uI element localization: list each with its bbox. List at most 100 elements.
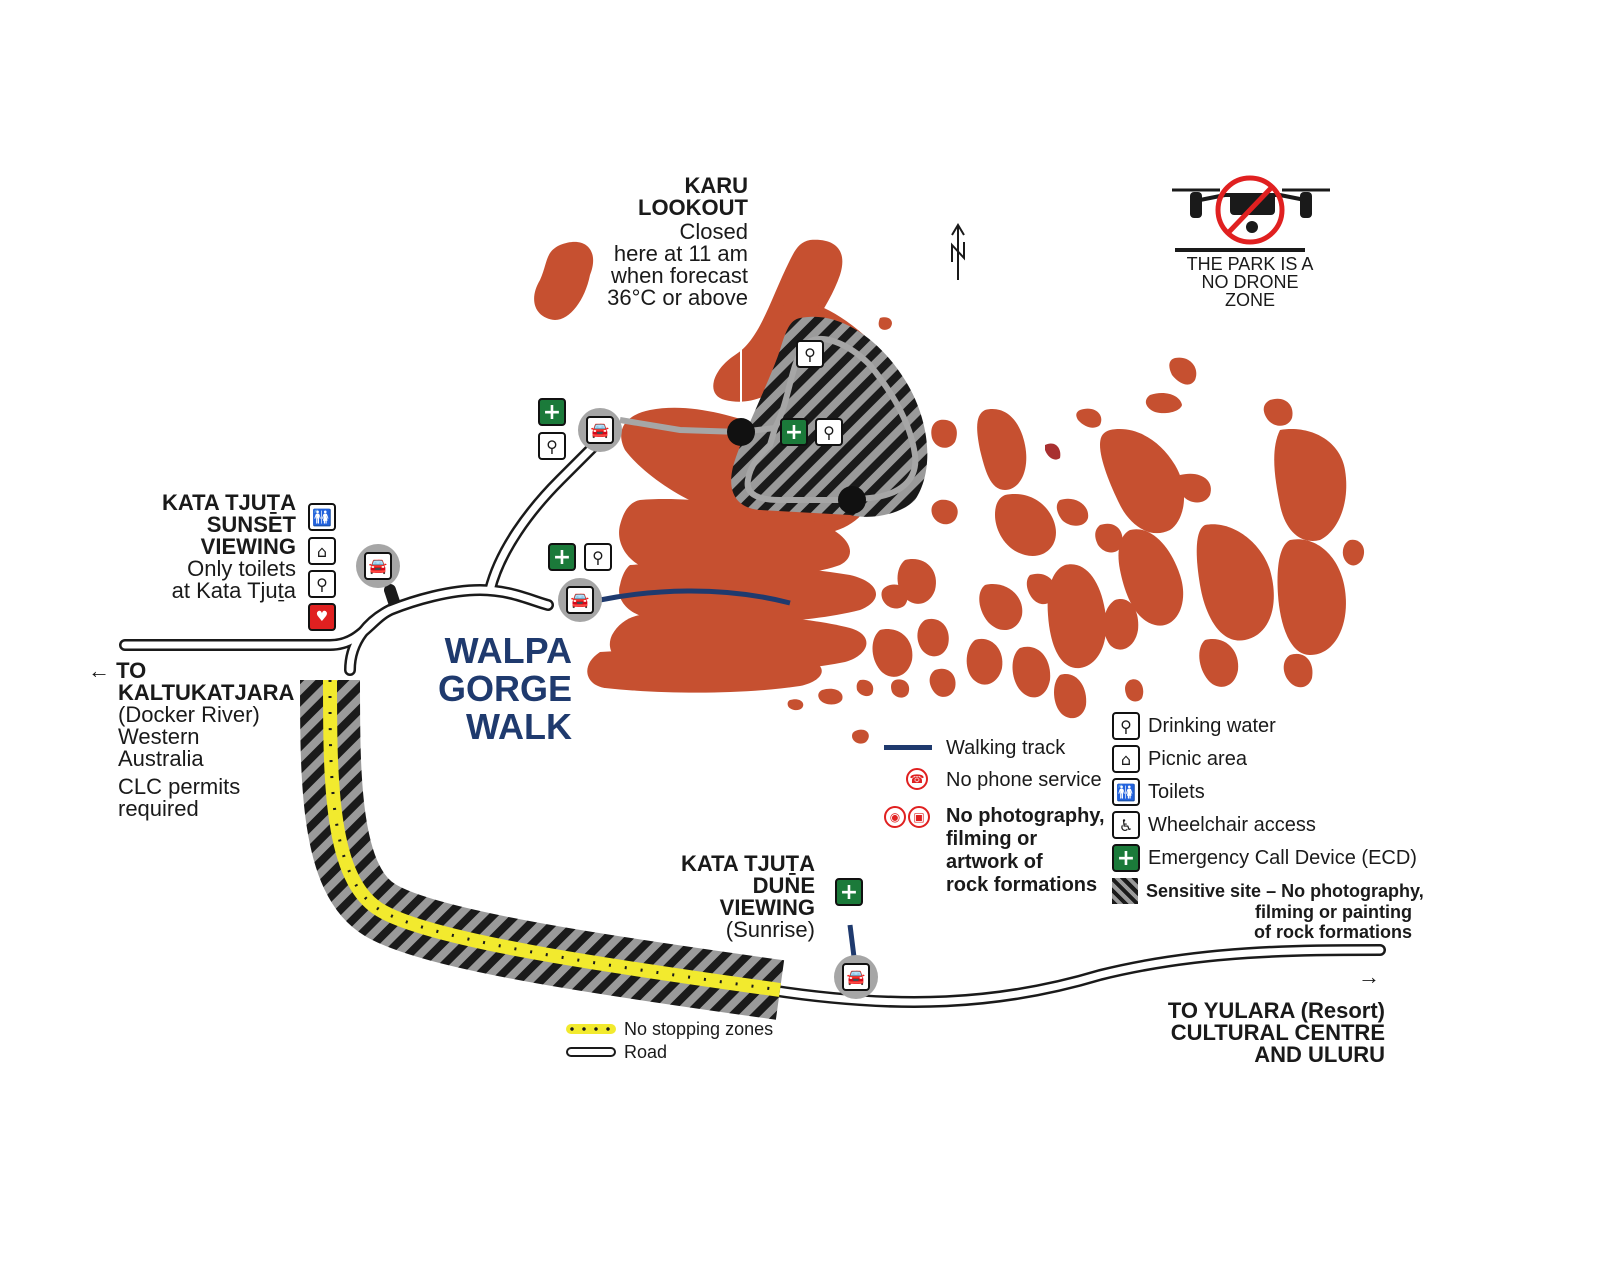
- rock-formation: [966, 638, 1003, 685]
- car-park-walpa[interactable]: 🚘: [558, 578, 602, 622]
- track-point: [838, 486, 866, 514]
- rock-formation: [1277, 539, 1346, 655]
- rock-formation: [818, 688, 843, 705]
- map-path: [951, 242, 965, 262]
- rock-formation: [534, 241, 594, 320]
- ecd-icon: +: [835, 878, 863, 906]
- drone-line-1: THE PARK IS A: [1186, 254, 1314, 274]
- drinking-water-icon: ⚲: [796, 340, 824, 368]
- sunset-note-1: Only toilets: [187, 556, 296, 581]
- car-icon: 🚘: [842, 963, 870, 991]
- rock-formation: [852, 729, 869, 744]
- walpa-line-2: GORGE: [437, 667, 572, 709]
- no-filming-icon: ▣: [908, 806, 930, 828]
- no-drone-icon: [1172, 175, 1330, 252]
- dune-title-1: KATA TJUṮA: [680, 851, 815, 876]
- map-path: [346, 606, 394, 674]
- rock-formation: [619, 499, 850, 577]
- dune-note: (Sunrise): [725, 917, 815, 942]
- sunset-viewing-label: KATA TJUṮA SUNSET VIEWING Only toilets a…: [140, 492, 296, 602]
- north-arrow-icon: [951, 223, 965, 280]
- legend-toilets-label: Toilets: [1148, 781, 1205, 803]
- rock-formation: [931, 499, 958, 525]
- car-park-dune[interactable]: 🚘: [834, 955, 878, 999]
- no-photo-line-2: filming or: [946, 828, 1038, 850]
- map-path: [384, 584, 401, 611]
- karu-title-1: KARU: [684, 173, 748, 198]
- car-icon: 🚘: [566, 586, 594, 614]
- rock-formation: [587, 650, 822, 693]
- legend-walking-track-label: Walking track: [946, 737, 1066, 759]
- legend-wheelchair-label: Wheelchair access: [1148, 814, 1316, 836]
- rock-formation: [897, 559, 936, 604]
- rock-formation: [1263, 398, 1293, 426]
- dune-viewing-label: KATA TJUṮA DUNE VIEWING (Sunrise): [660, 853, 815, 941]
- rock-formation: [995, 494, 1056, 556]
- ecd-icon: +: [538, 398, 566, 426]
- rock-formation: [713, 239, 843, 402]
- rock-formation: [929, 668, 956, 697]
- west-line-4: Western: [118, 724, 200, 749]
- drinking-water-icon: ⚲: [815, 418, 843, 446]
- ecd-icon: +: [1112, 844, 1140, 872]
- sensitive-line-1: Sensitive site – No photography,: [1146, 882, 1424, 900]
- rock-formation: [1012, 646, 1051, 698]
- west-arrow: ←: [88, 658, 110, 683]
- car-park-sunset[interactable]: 🚘: [356, 544, 400, 588]
- rock-formation: [1056, 498, 1089, 526]
- rock-formation: [1274, 429, 1347, 541]
- no-stopping-swatch: [566, 1024, 616, 1034]
- ecd-icon: +: [780, 418, 808, 446]
- sunset-title-1: KATA TJUṮA: [161, 490, 296, 515]
- west-line-6: CLC permits: [118, 774, 241, 799]
- roads: [119, 424, 1386, 1008]
- car-icon: 🚘: [586, 416, 614, 444]
- rock-formation: [1342, 539, 1365, 566]
- map-path: [766, 946, 1384, 1006]
- picnic-area-icon: ⌂: [308, 537, 336, 565]
- rock-formation: [1100, 429, 1185, 534]
- rock-formation: [979, 584, 1023, 631]
- karu-track: [619, 335, 919, 503]
- rock-formation: [856, 679, 874, 697]
- rock-formation: [1177, 473, 1211, 503]
- east-line-1: TO YULARA (Resort): [1167, 998, 1385, 1023]
- rock-formation: [1199, 639, 1239, 687]
- drinking-water-icon: ⚲: [1112, 712, 1140, 740]
- drone-line-2: NO DRONE: [1201, 272, 1299, 292]
- rock-formations: [534, 239, 1365, 744]
- east-arrow: →: [1358, 964, 1380, 989]
- rock-formation: [1283, 653, 1313, 688]
- map-path: [739, 335, 919, 503]
- sunset-title-3: VIEWING: [200, 534, 296, 559]
- rock-formation: [917, 618, 949, 657]
- sensitive-site-swatch: [1112, 878, 1138, 904]
- sensitive-bold: Sensitive site: [1146, 881, 1262, 901]
- karu-lookout-point: [727, 418, 755, 446]
- drinking-water-icon: ⚲: [538, 432, 566, 460]
- karu-note-2: here at 11 am: [613, 241, 748, 266]
- sensitive-site-zone: [731, 316, 928, 517]
- drone-notice: THE PARK IS A NO DRONE ZONE: [1185, 255, 1315, 309]
- walking-track-line: [884, 745, 932, 750]
- karu-note-4: 36°C or above: [607, 285, 748, 310]
- rock-formation: [872, 629, 913, 677]
- no-photo-icon: ◉: [884, 806, 906, 828]
- rock-formation: [1103, 599, 1139, 650]
- no-phone-icon: ☎: [906, 768, 928, 790]
- rock-formation: [1145, 393, 1182, 414]
- drone-line-3: ZONE: [1224, 290, 1275, 310]
- sunset-title-2: SUNSET: [206, 512, 296, 537]
- drinking-water-icon: ⚲: [308, 570, 336, 598]
- walpa-walking-track: [599, 588, 791, 606]
- car-park-karu[interactable]: 🚘: [578, 408, 622, 452]
- map-path: [744, 427, 850, 503]
- road-swatch: [566, 1047, 616, 1057]
- no-photo-line-4: rock formations: [946, 874, 1098, 896]
- rock-formation: [1076, 408, 1102, 428]
- wheelchair-icon: ♿: [1112, 811, 1140, 839]
- no-photo-line-1: No photography,: [946, 805, 1105, 827]
- to-kaltukatjara-label: ← TO KALTUKATJARA (Docker River) Western…: [88, 660, 294, 820]
- sensitive-line-3: of rock formations: [1253, 922, 1412, 942]
